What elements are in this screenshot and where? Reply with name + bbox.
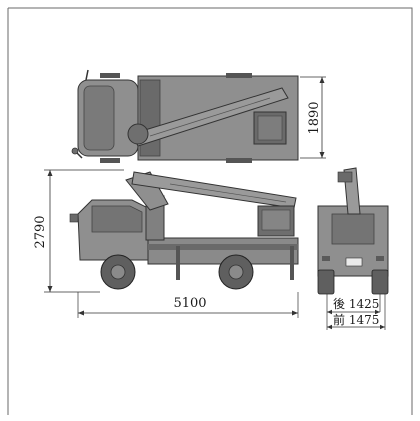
height-label: 2790: [33, 215, 48, 248]
side-view-boom-line: [169, 183, 287, 203]
rear-view-light-left: [322, 256, 330, 261]
side-view-window: [91, 205, 143, 233]
top-view-windshield: [83, 85, 115, 151]
top-view-wheel-fl: [100, 73, 120, 78]
side-view-outrigger-front: [176, 246, 180, 280]
side-view-bed-rail: [148, 244, 298, 250]
top-view-wheel-fr: [100, 158, 120, 163]
rear-view-light-right: [376, 256, 384, 261]
top-view-boom-line: [149, 97, 271, 137]
rear-view-wheel-right: [371, 269, 389, 295]
top-view-bucket-inner: [257, 115, 283, 141]
rear-view-boom-head: [337, 171, 353, 183]
dimension-height: 2790: [33, 169, 124, 293]
rear-track-label: 後 1425: [333, 297, 379, 311]
side-view-outrigger-rear: [290, 246, 294, 280]
top-view-wheel-rr: [226, 158, 252, 163]
top-view-mirror-right: [71, 147, 79, 155]
top-view: [71, 69, 299, 163]
dimension-track: 後 1425 前 1475: [326, 294, 386, 330]
length-label: 5100: [173, 296, 206, 311]
front-track-label: 前 1475: [333, 312, 379, 327]
rear-view-plate: [345, 257, 363, 267]
rear-view-bucket: [331, 213, 375, 245]
rear-view: [317, 167, 389, 295]
top-view-wheel-rl: [226, 73, 252, 78]
side-view: [69, 171, 299, 290]
width-label: 1890: [307, 101, 322, 134]
side-view-mirror: [69, 213, 79, 223]
rear-view-wheel-left: [317, 269, 335, 295]
dimension-length: 5100: [77, 292, 299, 318]
top-view-turret: [127, 123, 149, 145]
side-view-bucket-inner: [261, 209, 291, 231]
side-view-chassis: [147, 237, 299, 265]
dimension-width: 1890: [300, 76, 326, 159]
sheet-border: [7, 7, 413, 415]
